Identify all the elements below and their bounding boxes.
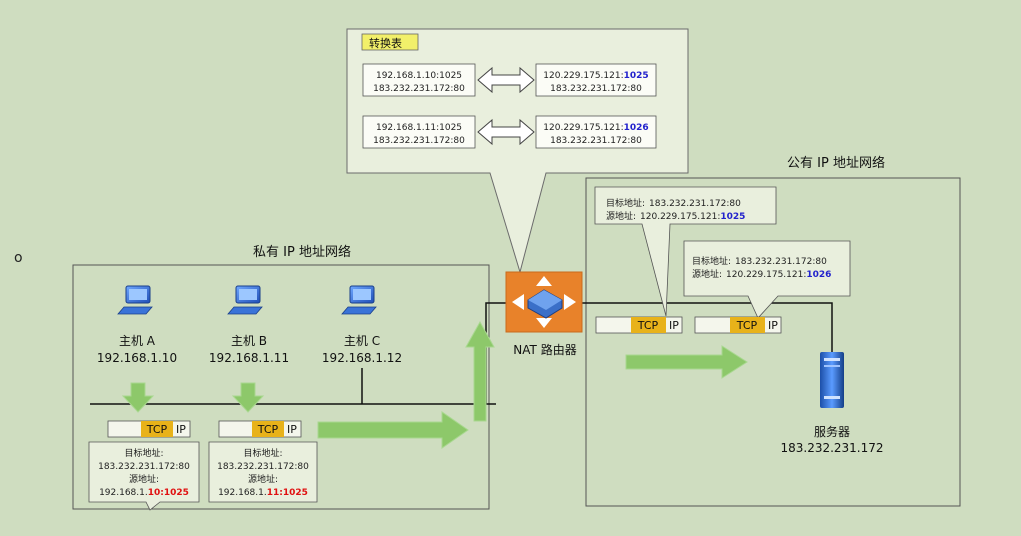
- host-b-down-arrow-icon: [231, 382, 265, 413]
- bullet-mark: o: [14, 250, 23, 266]
- nat-row-2-double-arrow-icon: [477, 118, 535, 146]
- router-label: NAT 路由器: [513, 342, 576, 357]
- public-callout-1: [594, 186, 777, 317]
- host-a-name: 主机 A: [119, 334, 156, 348]
- nat-row-1-public-dst: 183.232.231.172:80: [550, 84, 642, 94]
- nat-table-title: 转换表: [369, 36, 402, 50]
- private-callout-a-src: 192.168.1.10:1025: [99, 488, 189, 498]
- host-a-down-arrow-icon: [121, 382, 155, 413]
- host-c-ip: 192.168.1.12: [322, 351, 402, 365]
- private-packet-b-ip: IP: [287, 423, 297, 436]
- private-network-title: 私有 IP 地址网络: [253, 244, 351, 260]
- public-network-title: 公有 IP 地址网络: [787, 155, 885, 171]
- public-callout-2-dst: 目标地址:183.232.231.172:80: [692, 255, 827, 267]
- public-packet-2: TCP IP: [694, 316, 782, 334]
- private-callout-a: [88, 441, 200, 511]
- nat-row-1-public-box: [535, 63, 657, 97]
- private-callout-a-dst: 183.232.231.172:80: [98, 462, 190, 472]
- host-a-ip: 192.168.1.10: [97, 351, 177, 365]
- host-b-name: 主机 B: [231, 334, 267, 348]
- public-callout-2-src: 源地址:120.229.175.121:1026: [692, 268, 831, 280]
- host-a-computer-icon: [117, 285, 153, 315]
- public-callout-1-dst: 目标地址:183.232.231.172:80: [606, 197, 741, 209]
- nat-row-2-private-src: 192.168.1.11:1025: [376, 123, 462, 133]
- public-packet-1: TCP IP: [595, 316, 683, 334]
- private-callout-b-port: 11:1025: [267, 488, 308, 498]
- private-flow-arrow-icon: [317, 411, 469, 449]
- private-network-box: [72, 264, 490, 510]
- public-flow-arrow-icon: [625, 345, 748, 379]
- nat-row-2-public-dst: 183.232.231.172:80: [550, 136, 642, 146]
- server-name: 服务器: [814, 424, 850, 439]
- nat-row-2-public-box: [535, 115, 657, 149]
- public-link: [566, 302, 833, 352]
- nat-row-2-private-box: [362, 115, 476, 149]
- host-b-computer-icon: [227, 285, 263, 315]
- nat-row-1-private-box: [362, 63, 476, 97]
- private-packet-b: TCP IP: [218, 420, 302, 438]
- public-packet-1-tcp: TCP: [637, 319, 659, 332]
- private-packet-a-ip: IP: [176, 423, 186, 436]
- public-callout-1-src: 源地址:120.229.175.121:1025: [606, 210, 745, 222]
- private-packet-b-tcp: TCP: [257, 423, 279, 436]
- nat-router-icon: [505, 271, 583, 333]
- nat-row-2-public-src: 120.229.175.121:1026: [543, 123, 648, 133]
- nat-row-1-public-src: 120.229.175.121:1025: [543, 71, 648, 81]
- private-callout-b-src-label: 源地址:: [248, 473, 278, 485]
- private-callout-a-src-label: 源地址:: [129, 473, 159, 485]
- private-packet-a-tcp: TCP: [146, 423, 168, 436]
- private-callout-b: [208, 441, 318, 503]
- public-callout-1-port: 1025: [720, 212, 745, 222]
- private-callout-a-port: 10:1025: [148, 488, 189, 498]
- server-ip: 183.232.231.172: [780, 441, 883, 455]
- nat-row-1-port: 1025: [624, 71, 649, 81]
- host-c-computer-icon: [341, 285, 377, 315]
- nat-row-1-private-dst: 183.232.231.172:80: [373, 84, 465, 94]
- host-c-name: 主机 C: [344, 334, 380, 348]
- private-packet-a: TCP IP: [107, 420, 191, 438]
- up-arrow-icon: [465, 320, 495, 422]
- public-packet-2-ip: IP: [768, 319, 778, 332]
- nat-row-2-port: 1026: [624, 123, 649, 133]
- private-callout-b-dst: 183.232.231.172:80: [217, 462, 309, 472]
- private-callout-b-src: 192.168.1.11:1025: [218, 488, 308, 498]
- private-callout-b-dst-label: 目标地址:: [243, 447, 282, 459]
- nat-row-1-private-src: 192.168.1.10:1025: [376, 71, 462, 81]
- public-callout-2-port: 1026: [806, 270, 831, 280]
- private-callout-a-dst-label: 目标地址:: [124, 447, 163, 459]
- nat-table-title-tag: [361, 33, 419, 51]
- nat-row-1-double-arrow-icon: [477, 66, 535, 94]
- nat-row-2-private-dst: 183.232.231.172:80: [373, 136, 465, 146]
- public-packet-2-tcp: TCP: [736, 319, 758, 332]
- public-network-box: [585, 177, 961, 507]
- host-b-ip: 192.168.1.11: [209, 351, 289, 365]
- public-callout-2: [683, 240, 851, 319]
- public-packet-1-ip: IP: [669, 319, 679, 332]
- server-icon: [820, 352, 844, 408]
